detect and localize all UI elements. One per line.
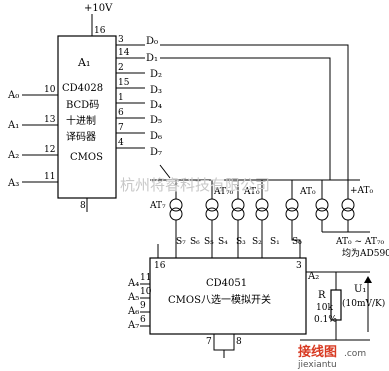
u1-output-d5: 6 D₅ [116,108,162,126]
u1-input-pin-3: 11 [44,172,55,182]
supply-label: +10V [84,3,113,14]
u1-input-pin-1: 13 [44,115,56,125]
sensor-label-at0-b: AT₀ [299,187,316,197]
svg-text:14: 14 [118,48,130,58]
u2-input-pin-0: 11 [140,273,151,283]
u2-gnd-wire [213,334,235,351]
u1-output-d7: 4 D₇ [116,138,162,158]
u1-input-a1: A₁ [7,120,19,131]
svg-text:1: 1 [118,93,124,103]
sensor-1 [169,180,183,232]
sensor-4 [255,180,269,232]
bus-d0-wire [160,44,349,180]
svg-text:D₀: D₀ [146,36,158,47]
u2-input-pin-2: 9 [140,301,146,311]
output-label: U₁ [354,284,366,295]
sensor-label-plus-at0: +AT₀ [350,186,374,196]
u1-input-pin-0: 10 [44,85,56,95]
u2-input-a6: A₆ [127,306,139,317]
sw-label-s1: S₁ [270,237,280,247]
output-scale: (10mV/K) [342,298,385,309]
u1-desc3: 译码器 [66,131,96,143]
resistor-value: 10k [316,303,333,313]
logo-sub: jiexiantu [297,360,337,370]
u1-gnd-pin: 8 [80,201,86,211]
sensor-7 [341,180,355,232]
u2-gnd-pin-8: 8 [236,337,242,347]
u1-vdd-pin: 16 [94,26,106,36]
u1-output-d1: 14 D₁ [116,48,158,64]
u1-tech: CMOS [70,152,103,163]
u1-desc1: BCD码 [66,99,99,111]
svg-text:7: 7 [118,123,124,133]
u1-ref: A₁ [77,56,90,69]
sw-label-s6: S₆ [190,237,200,247]
u1-input-pin-2: 12 [44,145,55,155]
svg-text:D₁: D₁ [146,53,158,64]
u2-input-pin-1: 10 [140,287,152,297]
output-arrow-head [364,276,372,283]
svg-text:15: 15 [118,78,130,88]
u1-output-d2: 2 D₂ [116,63,162,80]
u2-gnd-pin-7: 7 [206,337,212,347]
u1-name: CD4028 [62,83,103,94]
u2-vdd-pin: 16 [154,261,166,271]
sw-label-s2: S₂ [252,237,262,247]
sensor-out-wire-5 [291,232,301,258]
sensor-5 [285,180,299,232]
u1-output-d4: 1 D₄ [116,93,162,111]
u2-out-pin: 3 [296,261,302,271]
u2-desc: CMOS八选一模拟开关 [168,293,271,306]
svg-text:D₂: D₂ [150,69,162,80]
bus-d6-wire [159,164,171,179]
u2-ref: A₂ [307,271,319,282]
u1-desc2: 十进制 [66,114,96,127]
u2-input-a5: A₅ [127,292,139,303]
svg-text:D₆: D₆ [150,131,162,142]
sensor-label-at7: AT₇ [149,201,166,211]
svg-text:6: 6 [118,108,124,118]
bus-d1-wire [160,57,331,180]
logo-suffix: .com [344,349,366,359]
svg-text:4: 4 [118,138,124,148]
svg-text:3: 3 [118,35,124,45]
sensor-array [169,180,355,232]
site-logo: 接线图 jiexiantu .com [297,344,366,370]
sensor-label-at0-a: AT₀ [243,187,260,197]
sw-label-s5: S₅ [204,237,214,247]
u2-name: CD4051 [206,278,247,289]
u1-output-d3: 15 D₃ [116,78,162,96]
sw-label-s4: S₄ [218,237,228,247]
sw-label-s0: S₀ [292,237,302,247]
svg-text:D₅: D₅ [150,115,162,126]
svg-text:2: 2 [118,63,124,73]
u1-input-a2: A₂ [7,150,19,161]
sensor-label-at70: AT₇₀ [213,187,234,197]
sensor-note-type: 均为AD590 [342,247,389,259]
u1-output-d6: 7 D₆ [116,123,162,142]
u2-input-pin-3: 6 [140,315,146,325]
resistor-tol: 0.1% [314,315,337,325]
svg-text:D₃: D₃ [150,85,162,96]
u1-input-a3: A₃ [7,178,19,189]
sensor-3 [231,180,245,232]
svg-text:D₄: D₄ [150,100,162,111]
logo-text: 接线图 [298,344,337,360]
watermark: 杭州将睿科技有限公司 [120,176,270,194]
u2-input-a4: A₄ [127,278,139,289]
resistor-label: R [318,290,326,301]
u1-output-d0: 3 D₀ [116,35,158,47]
svg-text:D₇: D₇ [150,147,162,158]
sw-label-s3: S₃ [236,237,246,247]
sw-label-s7: S₇ [176,237,186,247]
u2-mux-chip [149,257,307,335]
sensor-6 [315,180,329,232]
u1-input-a0: A₀ [7,90,19,101]
sensor-note-range: AT₀ ~ AT₇₀ [335,237,384,247]
u2-input-a7: A₇ [127,320,139,331]
sensor-2 [205,180,219,232]
